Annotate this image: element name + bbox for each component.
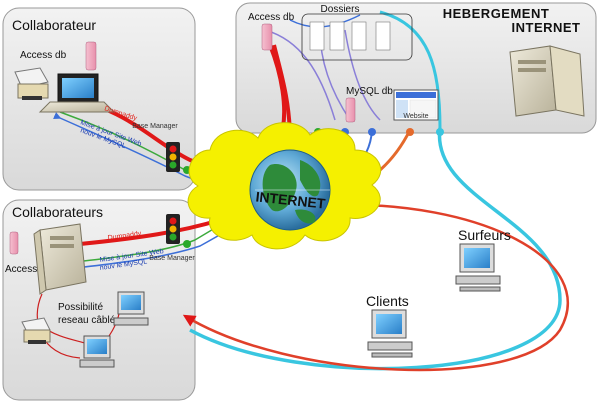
collab-top-title: Collaborateur	[12, 17, 96, 33]
dossiers-frame	[301, 13, 413, 61]
surfeurs-label: Surfeurs	[458, 227, 511, 243]
internet-cloud: INTERNET	[187, 122, 382, 250]
hosting-website: Website	[403, 113, 428, 120]
internet-label: INTERNET	[255, 188, 327, 211]
node-dot	[406, 128, 414, 136]
node-dot	[368, 128, 376, 136]
collab-bottom-cabling: Possibilité	[58, 302, 103, 313]
collab-bottom-base-manager: Base Manager	[149, 255, 195, 262]
node-dot	[436, 128, 444, 136]
red-loop	[182, 203, 569, 372]
server-icon	[509, 45, 585, 117]
hosting-access-db: Access db	[248, 12, 295, 23]
database-icon	[261, 23, 273, 51]
hosting-mysql: MySQL db	[346, 86, 393, 97]
clients-label: Clients	[366, 293, 409, 309]
collab-bottom-cabling-2: reseau câblé	[58, 315, 116, 326]
website-icon	[393, 89, 439, 121]
desktop-pc-icon	[113, 291, 149, 326]
node-dot	[183, 240, 191, 248]
hosting-title-2: INTERNET	[512, 20, 581, 35]
desktop-pc-icon	[79, 335, 115, 368]
traffic-light-icon	[166, 142, 180, 172]
database-icon	[345, 97, 356, 123]
hosting-zone	[235, 2, 597, 134]
printer-icon	[21, 317, 51, 344]
desktop-pc-icon	[367, 309, 413, 358]
database-icon	[9, 231, 19, 255]
desktop-pc-icon	[455, 243, 501, 292]
collab-top-base-manager: Base Manager	[132, 123, 178, 130]
collab-bottom-title: Collaborateurs	[12, 204, 103, 220]
purple-link-3	[344, 29, 381, 121]
hosting-title: HEBERGEMENT	[443, 6, 550, 21]
tower-pc-icon	[33, 223, 87, 295]
laptop-icon	[38, 73, 116, 113]
collab-bottom-dumpaddy: Dumpaddy	[107, 230, 142, 242]
collab-bottom-access-db: Access db	[5, 264, 52, 275]
cyan-link-top	[379, 10, 442, 129]
collab-top-zone	[2, 7, 196, 191]
hosting-dossiers: Dossiers	[321, 4, 360, 15]
collab-top-access-db: Access db	[20, 50, 67, 61]
database-icon	[85, 41, 97, 71]
traffic-light-icon	[166, 214, 180, 244]
printer-icon	[14, 67, 49, 100]
folder-icon	[309, 21, 391, 51]
cyan-link	[189, 127, 562, 371]
